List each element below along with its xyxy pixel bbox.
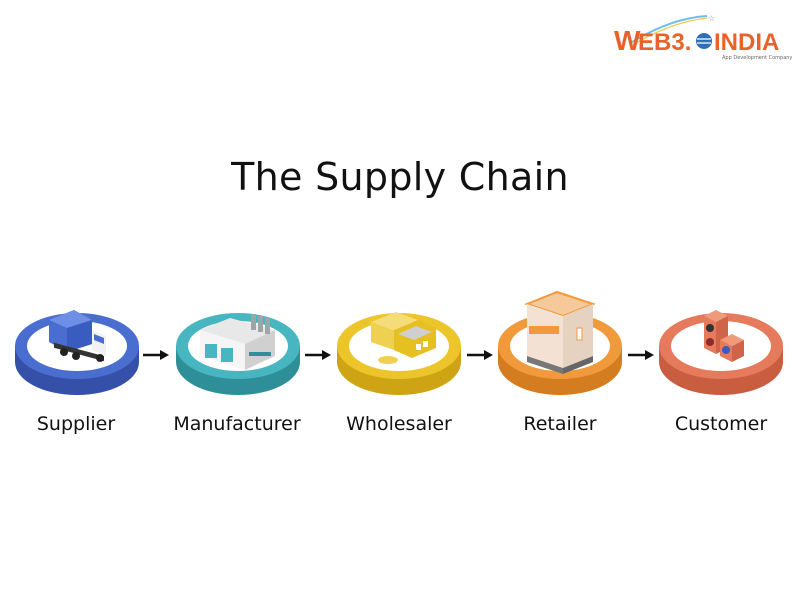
arrow-right-icon: [467, 350, 493, 360]
disc-wholesaler: [337, 312, 461, 395]
arrow-right-icon: [305, 350, 331, 360]
shop-icon: [524, 290, 596, 374]
arrow-right-icon: [628, 350, 654, 360]
stage-retailer: [497, 288, 627, 403]
factory-icon: [200, 314, 275, 370]
stage-label-retailer: Retailer: [523, 413, 597, 435]
svg-text:INDIA: INDIA: [714, 29, 779, 56]
stage-label-manufacturer: Manufacturer: [173, 413, 301, 435]
stage-customer: [658, 300, 788, 410]
stage-supplier: [14, 300, 144, 410]
stage-manufacturer: [175, 300, 305, 410]
logo-web: W: [614, 25, 641, 56]
customers-icon: [704, 310, 744, 362]
disc-manufacturer: [176, 313, 300, 395]
disc-retailer: [498, 290, 622, 395]
disc-customer: [659, 310, 783, 395]
brand-logo: ☆ W EB3. INDIA App Development Company: [612, 12, 792, 62]
arrow-right-icon: [143, 350, 169, 360]
stage-label-supplier: Supplier: [36, 413, 116, 435]
svg-text:EB3.: EB3.: [638, 29, 691, 56]
stage-label-customer: Customer: [674, 413, 768, 435]
stage-wholesaler: [336, 300, 466, 410]
truck-icon: [49, 310, 106, 362]
logo-graphic: ☆ W EB3. INDIA App Development Company: [614, 14, 792, 61]
stage-label-wholesaler: Wholesaler: [346, 413, 452, 435]
svg-text:App Development Company: App Development Company: [722, 55, 792, 61]
svg-text:☆: ☆: [708, 14, 715, 23]
disc-supplier: [15, 310, 139, 395]
diagram-title: The Supply Chain: [231, 155, 569, 199]
warehouse-icon: [371, 312, 436, 364]
